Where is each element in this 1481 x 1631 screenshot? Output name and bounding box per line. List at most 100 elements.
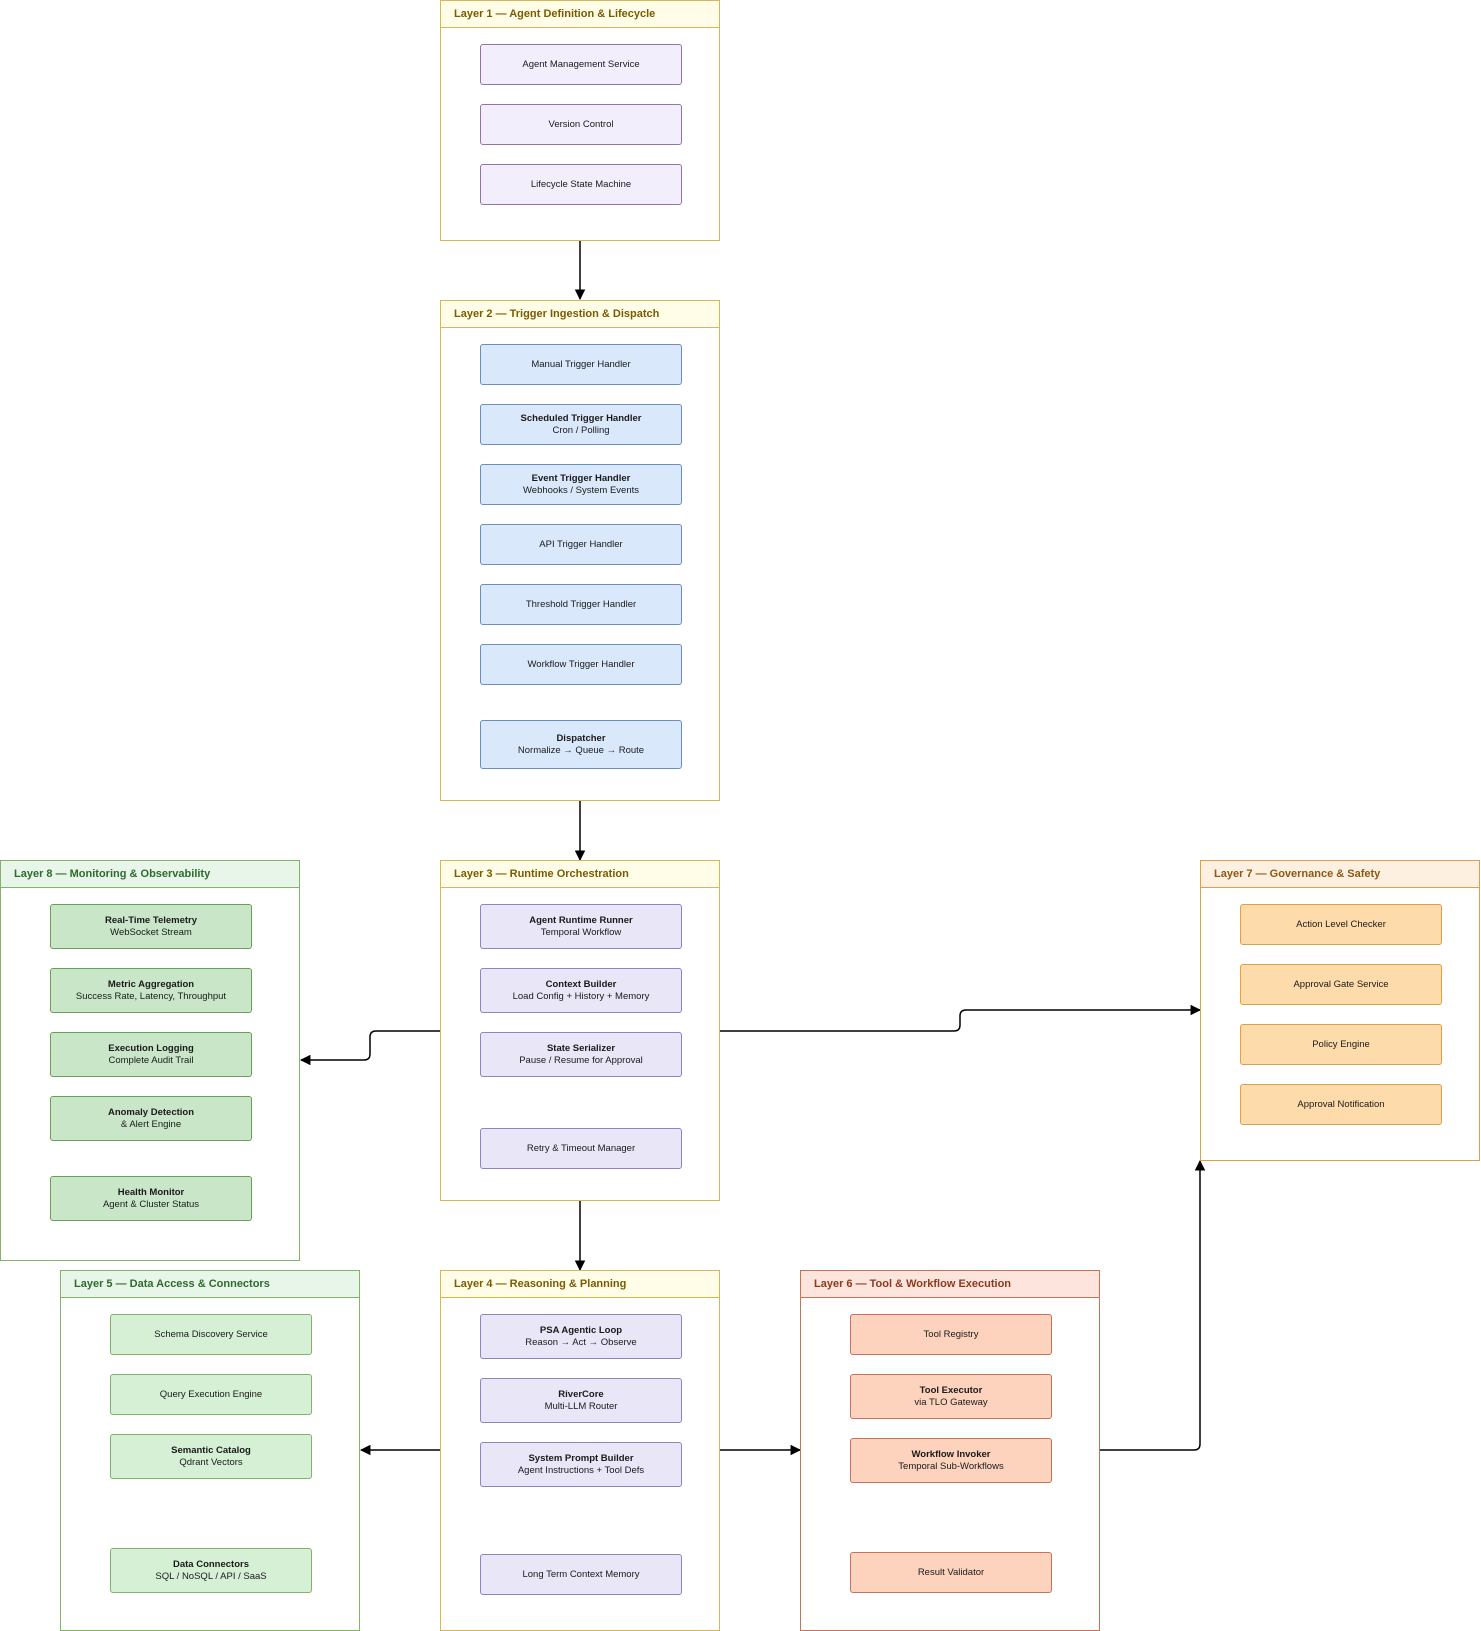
node-title: Query Execution Engine (159, 1388, 263, 1400)
node-action-level-checker[interactable]: Action Level Checker (1240, 904, 1442, 945)
node-threshold-trigger-handler[interactable]: Threshold Trigger Handler (480, 584, 682, 625)
node-title: Result Validator (917, 1566, 985, 1578)
node-agent-management-service[interactable]: Agent Management Service (480, 44, 682, 85)
node-title: Workflow Trigger Handler (527, 658, 635, 670)
node-manual-trigger-handler[interactable]: Manual Trigger Handler (480, 344, 682, 385)
node-result-validator[interactable]: Result Validator (850, 1552, 1052, 1593)
arrow-layer3-to-layer8 (299, 1030, 440, 1066)
node-title: System Prompt Builder (528, 1452, 634, 1464)
node-subtitle: Pause / Resume for Approval (519, 1054, 643, 1066)
node-title: Lifecycle State Machine (530, 178, 632, 190)
node-title: Dispatcher (556, 732, 606, 744)
node-subtitle: Success Rate, Latency, Throughput (75, 990, 227, 1002)
node-title: RiverCore (558, 1388, 604, 1400)
node-query-execution-engine[interactable]: Query Execution Engine (110, 1374, 312, 1415)
node-title: State Serializer (546, 1042, 616, 1054)
arrow-layer3-to-layer7 (720, 1004, 1202, 1032)
node-long-term-context-memory[interactable]: Long Term Context Memory (480, 1554, 682, 1595)
node-subtitle: WebSocket Stream (110, 926, 192, 938)
node-subtitle: & Alert Engine (120, 1118, 182, 1130)
layer-3-container: Layer 3 — Runtime Orchestration Agent Ru… (440, 860, 720, 1201)
arrow-layer6-to-layer7 (1100, 1159, 1206, 1451)
layer-1-title: Layer 1 — Agent Definition & Lifecycle (441, 1, 719, 28)
node-approval-notification[interactable]: Approval Notification (1240, 1084, 1442, 1125)
node-subtitle: Normalize → Queue → Route (517, 744, 645, 756)
node-subtitle: via TLO Gateway (914, 1396, 988, 1408)
layer-2-title: Layer 2 — Trigger Ingestion & Dispatch (441, 301, 719, 328)
node-title: Manual Trigger Handler (531, 358, 631, 370)
node-title: Execution Logging (108, 1042, 194, 1054)
node-title: Retry & Timeout Manager (526, 1142, 636, 1154)
node-title: Action Level Checker (1296, 918, 1386, 930)
node-title: Tool Executor (919, 1384, 983, 1396)
node-api-trigger-handler[interactable]: API Trigger Handler (480, 524, 682, 565)
node-title: Tool Registry (923, 1328, 979, 1340)
node-subtitle: Multi-LLM Router (544, 1400, 618, 1412)
layer-2-container: Layer 2 — Trigger Ingestion & Dispatch M… (440, 300, 720, 801)
layer-1-container: Layer 1 — Agent Definition & Lifecycle A… (440, 0, 720, 241)
node-tool-registry[interactable]: Tool Registry (850, 1314, 1052, 1355)
layer-3-title: Layer 3 — Runtime Orchestration (441, 861, 719, 888)
node-subtitle: Cron / Polling (552, 424, 610, 436)
node-title: Threshold Trigger Handler (525, 598, 637, 610)
layer-7-title: Layer 7 — Governance & Safety (1201, 861, 1479, 888)
layer-4-title: Layer 4 — Reasoning & Planning (441, 1271, 719, 1298)
node-retry-timeout-manager[interactable]: Retry & Timeout Manager (480, 1128, 682, 1169)
node-title: PSA Agentic Loop (539, 1324, 623, 1336)
node-approval-gate-service[interactable]: Approval Gate Service (1240, 964, 1442, 1005)
layer-6-title: Layer 6 — Tool & Workflow Execution (801, 1271, 1099, 1298)
layer-6-container: Layer 6 — Tool & Workflow Execution Tool… (800, 1270, 1100, 1631)
layer-5-container: Layer 5 — Data Access & Connectors Schem… (60, 1270, 360, 1631)
layer-8-title: Layer 8 — Monitoring & Observability (1, 861, 299, 888)
node-title: Event Trigger Handler (531, 472, 631, 484)
node-title: Data Connectors (172, 1558, 249, 1570)
node-title: Approval Notification (1297, 1098, 1385, 1110)
node-title: Long Term Context Memory (522, 1568, 640, 1580)
node-subtitle: Agent & Cluster Status (102, 1198, 200, 1210)
node-subtitle: Load Config + History + Memory (512, 990, 650, 1002)
layer-5-title: Layer 5 — Data Access & Connectors (61, 1271, 359, 1298)
node-title: Schema Discovery Service (154, 1328, 268, 1340)
layer-4-container: Layer 4 — Reasoning & Planning PSA Agent… (440, 1270, 720, 1631)
node-lifecycle-state-machine[interactable]: Lifecycle State Machine (480, 164, 682, 205)
node-title: Workflow Invoker (911, 1448, 991, 1460)
node-workflow-trigger-handler[interactable]: Workflow Trigger Handler (480, 644, 682, 685)
node-subtitle: Temporal Sub-Workflows (898, 1460, 1004, 1472)
layer-7-container: Layer 7 — Governance & Safety Action Lev… (1200, 860, 1480, 1161)
node-title: Health Monitor (117, 1186, 185, 1198)
node-subtitle: SQL / NoSQL / API / SaaS (155, 1570, 267, 1582)
layer-8-container: Layer 8 — Monitoring & Observability Rea… (0, 860, 300, 1261)
node-subtitle: Temporal Workflow (540, 926, 622, 938)
node-subtitle: Webhooks / System Events (523, 484, 639, 496)
node-title: Context Builder (545, 978, 617, 990)
node-policy-engine[interactable]: Policy Engine (1240, 1024, 1442, 1065)
node-title: Version Control (548, 118, 614, 130)
node-anomaly-detection[interactable]: Anomaly Detection& Alert Engine (50, 1096, 252, 1141)
node-title: Agent Runtime Runner (529, 914, 633, 926)
node-title: Anomaly Detection (107, 1106, 195, 1118)
node-schema-discovery-service[interactable]: Schema Discovery Service (110, 1314, 312, 1355)
node-title: Agent Management Service (522, 58, 640, 70)
node-title: Scheduled Trigger Handler (520, 412, 642, 424)
node-title: Real-Time Telemetry (104, 914, 198, 926)
node-version-control[interactable]: Version Control (480, 104, 682, 145)
node-subtitle: Complete Audit Trail (108, 1054, 194, 1066)
node-title: Policy Engine (1312, 1038, 1370, 1050)
